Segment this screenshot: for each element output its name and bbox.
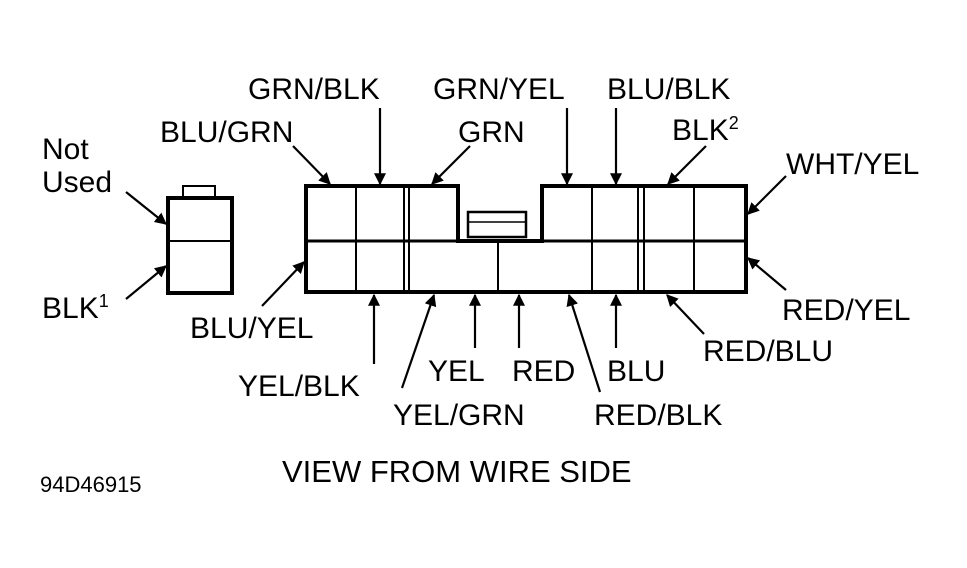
arrow-red-yel <box>747 257 787 291</box>
label-grn: GRN <box>458 116 525 149</box>
arrow-wht-yel <box>747 175 787 215</box>
large-connector <box>304 184 748 294</box>
label-blu-blk: BLU/BLK <box>607 73 730 106</box>
caption-view-from-wire-side: VIEW FROM WIRE SIDE <box>282 454 632 489</box>
arrow-not-used <box>125 191 167 225</box>
label-grn-yel: GRN/YEL <box>433 73 565 106</box>
label-blu: BLU <box>607 355 665 388</box>
arrow-blu-grn <box>292 145 331 185</box>
leader-arrows <box>125 108 787 393</box>
arrow-yel-grn <box>400 293 437 389</box>
label-red-blu: RED/BLU <box>703 335 833 368</box>
label-blu-grn: BLU/GRN <box>160 116 293 149</box>
label-grn-blk: GRN/BLK <box>248 73 380 106</box>
arrow-blk1 <box>125 265 167 300</box>
arrow-grn <box>431 145 471 185</box>
label-yel-grn: YEL/GRN <box>393 399 525 432</box>
arrow-blu-yel <box>261 261 305 307</box>
label-wht-yel: WHT/YEL <box>786 148 919 181</box>
small-connector-body <box>166 196 234 295</box>
small-connector <box>166 185 234 295</box>
arrow-red-blu <box>666 294 705 335</box>
label-red-yel: RED/YEL <box>782 294 910 327</box>
large-connector-body <box>304 184 748 294</box>
label-yel-blk: YEL/BLK <box>238 370 360 403</box>
arrow-red-blk <box>566 293 602 393</box>
label-blu-yel: BLU/YEL <box>190 312 313 345</box>
label-blk2: BLK2 <box>672 113 739 147</box>
label-red: RED <box>512 355 575 388</box>
label-yel: YEL <box>428 355 485 388</box>
arrow-blk2 <box>667 145 707 185</box>
label-red-blk: RED/BLK <box>594 399 722 432</box>
figure-code: 94D46915 <box>40 472 142 497</box>
label-used: Used <box>42 166 112 199</box>
large-connector-key <box>466 210 528 239</box>
label-not: Not <box>42 133 89 166</box>
label-blk1: BLK1 <box>42 291 109 325</box>
